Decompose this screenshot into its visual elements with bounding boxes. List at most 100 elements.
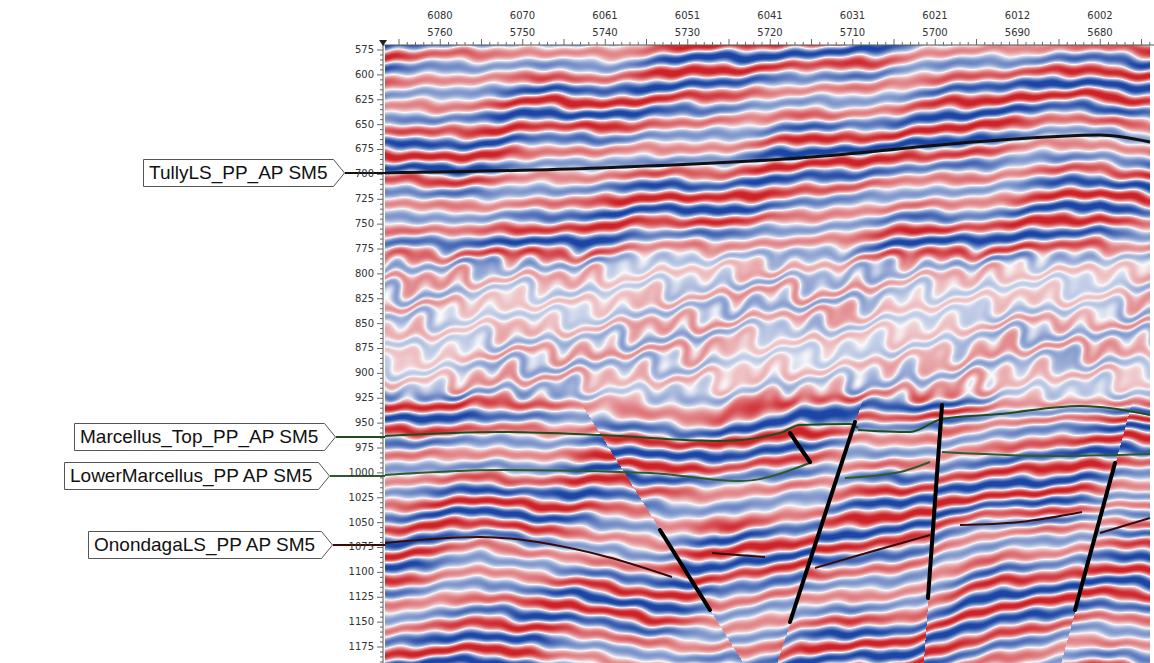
tick-mark bbox=[1059, 39, 1060, 45]
horizon-tag: TullyLS_PP_AP SM5 bbox=[143, 159, 345, 187]
tick-mark bbox=[377, 597, 383, 598]
trace-number: 6012 bbox=[1005, 10, 1030, 22]
time-label: 875 bbox=[355, 342, 374, 354]
horizon-name: LowerMarcellus_PP AP SM5 bbox=[70, 465, 312, 487]
tag-shape bbox=[144, 160, 345, 187]
tick-mark bbox=[531, 42, 532, 45]
tick-mark bbox=[935, 39, 936, 45]
trace-number: 5740 bbox=[592, 27, 617, 39]
tick-mark bbox=[555, 42, 556, 45]
horizon-line bbox=[815, 535, 930, 568]
tick-mark bbox=[696, 42, 697, 45]
tick-mark bbox=[1125, 42, 1126, 45]
tick-mark bbox=[380, 413, 383, 414]
tick-mark bbox=[380, 517, 383, 518]
time-label: 625 bbox=[355, 94, 374, 106]
tick-mark bbox=[380, 562, 383, 563]
tick-mark bbox=[795, 42, 796, 45]
tick-mark bbox=[720, 42, 721, 45]
tick-mark bbox=[1042, 42, 1043, 45]
tick-mark bbox=[1149, 42, 1150, 45]
tick-mark bbox=[407, 42, 408, 45]
tick-mark bbox=[380, 69, 383, 70]
tag-shape bbox=[75, 424, 336, 451]
tick-mark bbox=[597, 42, 598, 45]
tick-mark bbox=[588, 42, 589, 45]
tick-mark bbox=[1075, 42, 1076, 45]
tick-mark bbox=[489, 42, 490, 45]
tick-mark bbox=[380, 577, 383, 578]
time-label: 925 bbox=[355, 392, 374, 404]
time-label: 675 bbox=[355, 143, 374, 155]
seismic-amplitude-image bbox=[385, 45, 1150, 663]
tick-mark bbox=[380, 433, 383, 434]
fault-line bbox=[790, 422, 855, 622]
tick-mark bbox=[377, 497, 383, 498]
tick-mark bbox=[943, 42, 944, 45]
trace-number: 5750 bbox=[510, 27, 535, 39]
tick-mark bbox=[380, 119, 383, 120]
tick-mark bbox=[380, 139, 383, 140]
tick-mark bbox=[1108, 42, 1109, 45]
tick-mark bbox=[654, 42, 655, 45]
horizon-leader bbox=[336, 436, 385, 438]
ruler-marker bbox=[379, 40, 387, 46]
tick-mark bbox=[380, 418, 383, 419]
tick-mark bbox=[572, 42, 573, 45]
tick-mark bbox=[380, 134, 383, 135]
tick-mark bbox=[380, 303, 383, 304]
trace-number: 5680 bbox=[1087, 27, 1112, 39]
tick-mark bbox=[380, 368, 383, 369]
tick-mark bbox=[473, 42, 474, 45]
tick-mark bbox=[762, 42, 763, 45]
tick-mark bbox=[380, 194, 383, 195]
tick-mark bbox=[380, 487, 383, 488]
horizon-line bbox=[712, 553, 765, 557]
tick-mark bbox=[380, 512, 383, 513]
trace-number: 5710 bbox=[840, 27, 865, 39]
tick-mark bbox=[902, 42, 903, 45]
tick-mark bbox=[377, 224, 383, 225]
tick-mark bbox=[951, 42, 952, 45]
tick-mark bbox=[380, 467, 383, 468]
time-label: 750 bbox=[355, 218, 374, 230]
tick-mark bbox=[380, 527, 383, 528]
trace-number: 6041 bbox=[757, 10, 782, 22]
horizon-line bbox=[385, 424, 858, 441]
tick-mark bbox=[380, 109, 383, 110]
tick-mark bbox=[380, 79, 383, 80]
time-label: 1150 bbox=[349, 616, 374, 628]
tick-mark bbox=[377, 348, 383, 349]
tick-mark bbox=[498, 42, 499, 45]
tick-mark bbox=[456, 42, 457, 45]
tick-mark bbox=[380, 617, 383, 618]
tick-mark bbox=[377, 149, 383, 150]
trace-number: 6061 bbox=[592, 10, 617, 22]
tick-mark bbox=[380, 229, 383, 230]
tick-mark bbox=[580, 42, 581, 45]
horizon-line bbox=[385, 135, 1150, 173]
time-label: 725 bbox=[355, 193, 374, 205]
tick-mark bbox=[448, 42, 449, 45]
tick-mark bbox=[380, 278, 383, 279]
tick-mark bbox=[377, 423, 383, 424]
tick-mark bbox=[380, 89, 383, 90]
tick-mark bbox=[1141, 39, 1142, 45]
horizon-name: Marcellus_Top_PP_AP SM5 bbox=[80, 426, 318, 448]
time-label: 1100 bbox=[349, 566, 374, 578]
tick-mark bbox=[377, 373, 383, 374]
tick-mark bbox=[380, 457, 383, 458]
tick-mark bbox=[380, 209, 383, 210]
horizon-line bbox=[845, 462, 930, 478]
tick-mark bbox=[380, 333, 383, 334]
tick-mark bbox=[380, 234, 383, 235]
time-label: 950 bbox=[355, 417, 374, 429]
tick-mark bbox=[380, 567, 383, 568]
tick-mark bbox=[380, 403, 383, 404]
tick-mark bbox=[377, 547, 383, 548]
tick-mark bbox=[380, 219, 383, 220]
horizon-tag: OnondagaLS_PP AP SM5 bbox=[88, 531, 333, 559]
tick-mark bbox=[380, 204, 383, 205]
time-label: 1050 bbox=[349, 517, 374, 529]
